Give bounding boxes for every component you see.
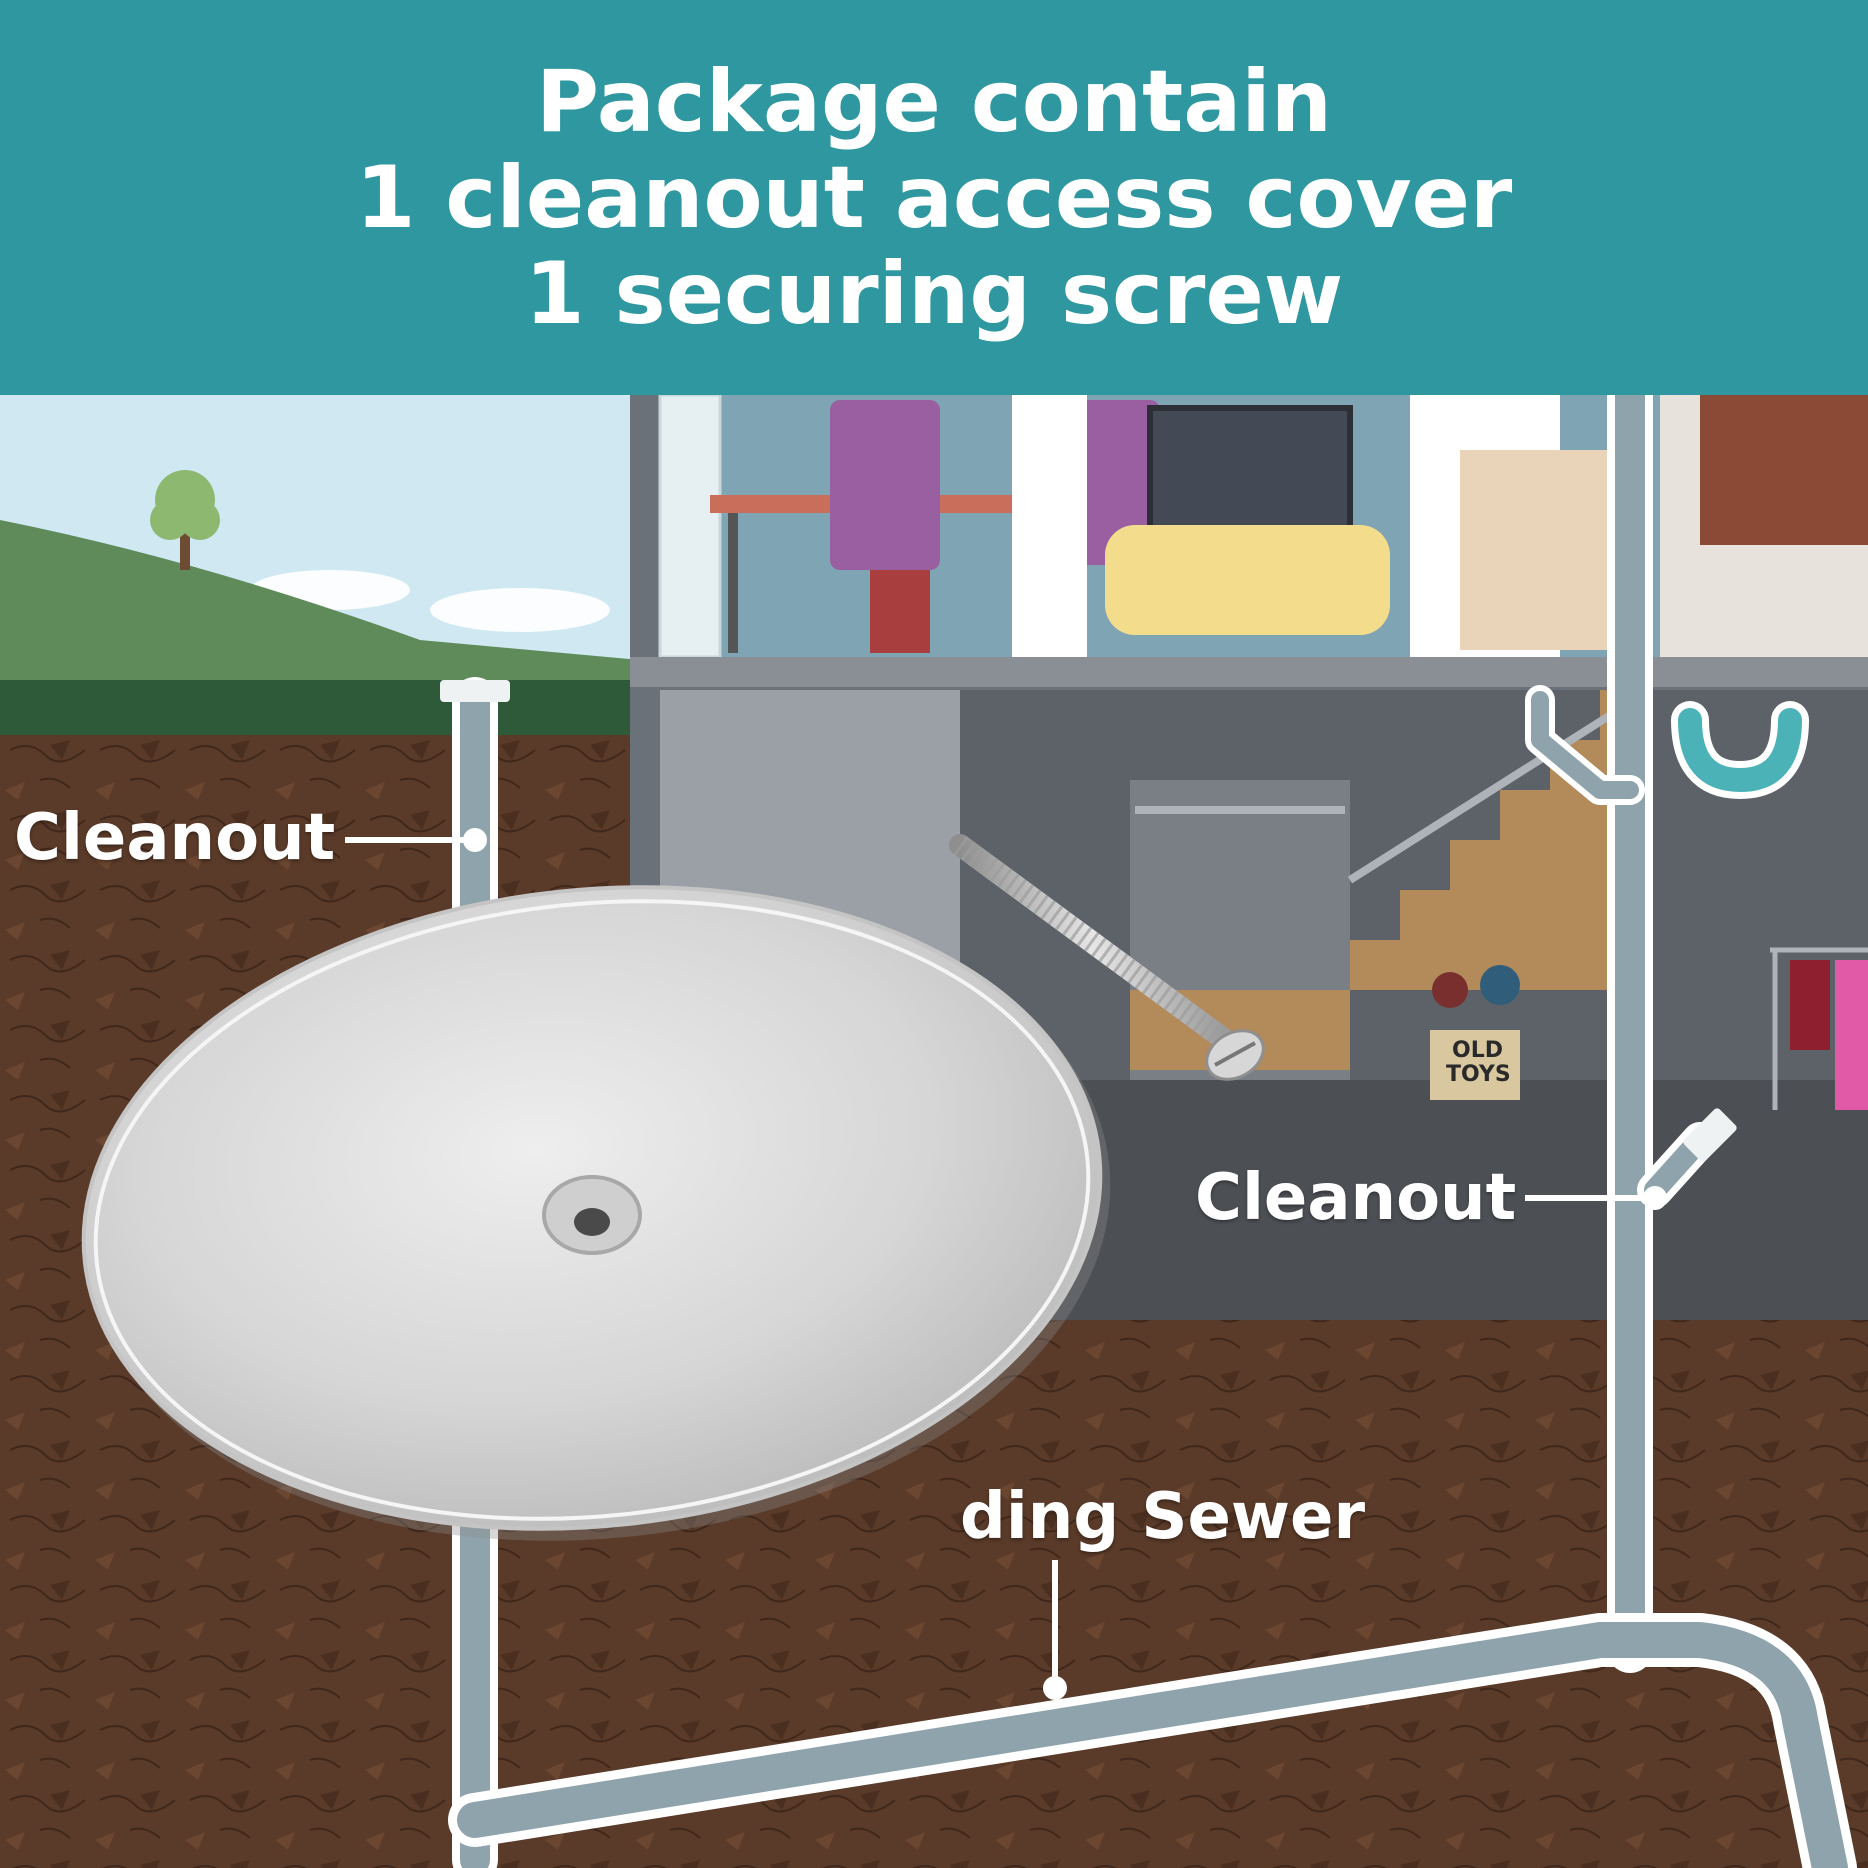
securing-screw <box>949 834 1265 1081</box>
building-sewer-label: ding Sewer <box>960 1480 1365 1554</box>
banner-title: Package contain <box>536 51 1332 152</box>
package-contents-banner: Package contain 1 cleanout access cover … <box>0 0 1868 395</box>
cleanout-label-left: Cleanout <box>14 801 336 875</box>
cleanout-cap-right <box>1683 1108 1737 1162</box>
banner-item-screw: 1 securing screw <box>524 243 1344 344</box>
toys-box-label-bottom: TOYS <box>1446 1062 1511 1087</box>
clothes-rack <box>1770 947 1868 1110</box>
banner-item-cover: 1 cleanout access cover <box>355 147 1513 248</box>
grass-hill <box>0 520 640 705</box>
old-toys-box <box>1430 965 1520 1100</box>
chair-left <box>830 400 940 570</box>
tv-icon <box>1147 405 1353 531</box>
cleanout-access-cover <box>81 885 1111 1541</box>
toys-box-label-top: OLD <box>1452 1038 1503 1063</box>
cleanout-label-right: Cleanout <box>1195 1161 1517 1235</box>
sofa <box>1105 525 1390 635</box>
cleanout-cap-left <box>440 680 510 702</box>
